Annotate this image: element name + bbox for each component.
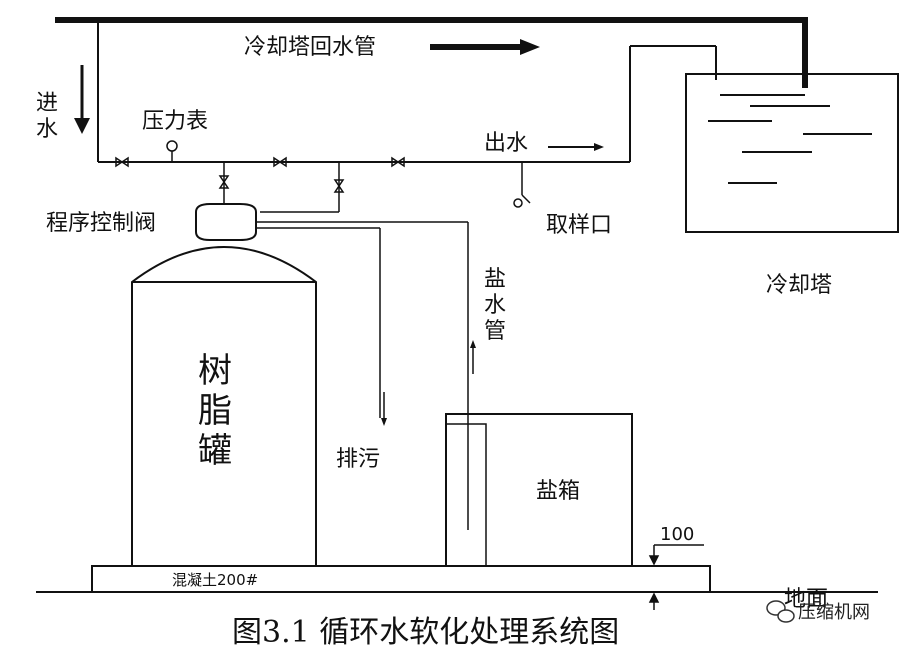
salt-box-label: 盐箱	[536, 479, 580, 504]
inlet-pipe	[97, 20, 630, 163]
valve-icon	[333, 179, 345, 193]
outlet-label: 出水	[484, 131, 528, 156]
return-arrow-icon	[430, 39, 540, 55]
figure-caption: 图3.1 循环水软化处理系统图	[232, 615, 619, 650]
inlet-label: 进	[36, 91, 58, 116]
return-pipe	[55, 17, 808, 88]
dimension-marker	[648, 544, 704, 610]
pressure-gauge-label: 压力表	[142, 109, 208, 134]
resin-tank	[131, 246, 317, 566]
inlet-label: 水	[36, 117, 58, 142]
wechat-icon	[766, 600, 795, 623]
control-valve-icon	[195, 203, 257, 241]
outlet-arrow-icon	[548, 143, 604, 151]
brine-pipe	[256, 221, 469, 530]
valve-icon	[218, 175, 230, 189]
return-pipe-label: 冷却塔回水管	[244, 35, 376, 60]
dimension-label: 100	[660, 524, 694, 545]
valve-icon	[391, 156, 405, 168]
watermark: 压缩机网	[766, 600, 870, 623]
drain-label: 排污	[336, 447, 380, 472]
brine-pipe-label: 盐	[484, 267, 506, 292]
valve-icon	[115, 156, 129, 168]
outlet-pipe	[629, 45, 717, 162]
drain-arrow-icon	[381, 392, 387, 426]
inlet-arrow-icon	[74, 65, 90, 134]
drain-pipe	[256, 227, 381, 418]
pressure-gauge-icon	[166, 140, 178, 162]
brine-pipe-label: 管	[484, 319, 506, 344]
resin-tank-label: 罐	[198, 431, 232, 471]
concrete-label: 混凝土200#	[172, 571, 258, 589]
brine-pipe-label: 水	[484, 293, 506, 318]
resin-tank-label: 脂	[198, 391, 232, 431]
sampling-port-label: 取样口	[546, 213, 612, 238]
ground-label: 地面	[784, 587, 828, 612]
resin-tank-label: 树	[198, 351, 232, 391]
cooling-tower-label: 冷却塔	[766, 273, 832, 298]
control-valve-label: 程序控制阀	[46, 211, 156, 236]
brine-arrow-icon	[470, 340, 476, 374]
sampling-port-icon	[513, 162, 531, 208]
cooling-tower	[685, 73, 899, 233]
valve-icon	[273, 156, 287, 168]
watermark-text: 压缩机网	[798, 602, 870, 623]
